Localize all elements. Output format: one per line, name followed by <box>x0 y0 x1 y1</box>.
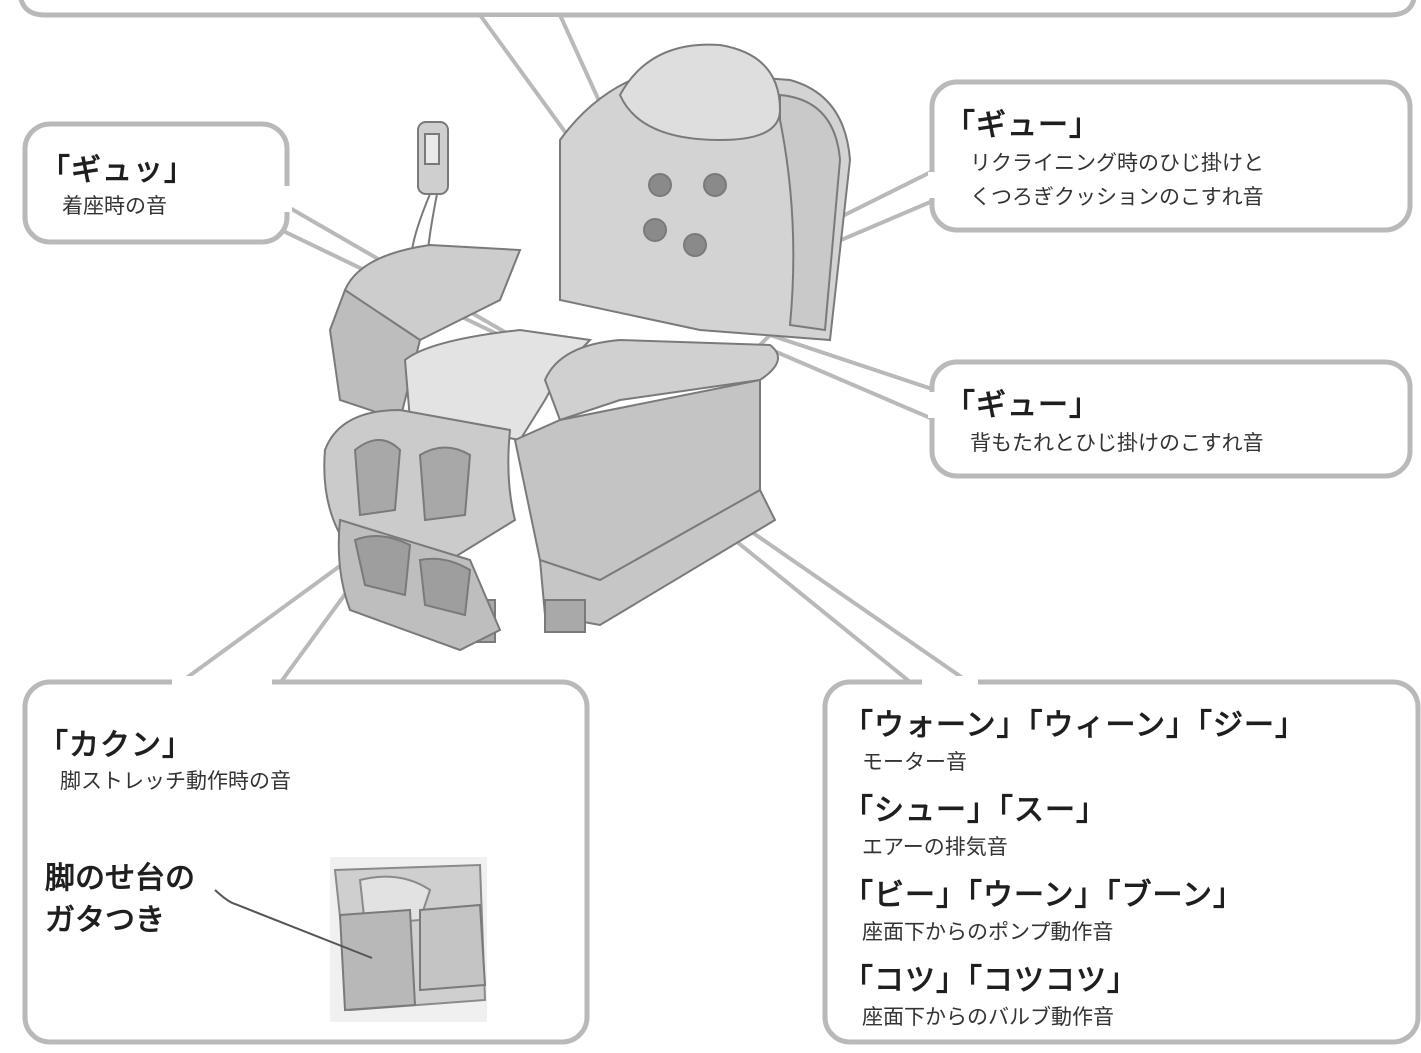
recline-desc-line2: くつろぎクッションのこすれ音 <box>970 185 1264 209</box>
valve-desc: 座面下からのバルブ動作音 <box>862 1005 1114 1029</box>
pointer-leg <box>163 552 374 692</box>
pump-sound: 「ビー」「ウーン」「ブーン」 <box>843 878 1244 913</box>
motor-sound: 「ウォーン」「ウィーン」「ジー」 <box>843 708 1306 743</box>
leg-desc: 脚ストレッチ動作時の音 <box>60 769 291 793</box>
massage-chair-illustration <box>323 43 852 652</box>
recline-desc-line1: リクライニング時のひじ掛けと <box>970 151 1264 175</box>
footrest-label-line1: 脚のせ台の <box>45 861 195 896</box>
callout-box-top <box>18 0 1417 18</box>
valve-sound: 「コツ」「コツコツ」 <box>843 963 1138 998</box>
backrest-sound: 「ギュー」 <box>945 388 1100 423</box>
motor-desc: モーター音 <box>862 750 967 774</box>
chair-right-armrest <box>543 338 779 422</box>
footrest-leader-line <box>214 889 373 959</box>
leg-sound: 「カクン」 <box>38 728 193 763</box>
seat-desc: 着座時の音 <box>62 194 167 218</box>
seat-sound: 「ギュッ」 <box>40 153 195 188</box>
callout-box-backrest <box>929 359 1413 479</box>
pointer-mechanism <box>707 507 987 692</box>
footrest-label-line2: ガタつき <box>45 903 165 938</box>
callout-box-recline <box>929 79 1413 233</box>
pointer-backrest <box>756 332 937 424</box>
chair-seat <box>403 328 593 442</box>
chair-left-armrest <box>344 243 522 342</box>
callout-box-seat <box>22 121 290 245</box>
chair-backrest <box>559 68 852 342</box>
recline-sound: 「ギュー」 <box>945 108 1100 143</box>
callout-box-mechanism <box>822 679 1421 1045</box>
backrest-desc: 背もたれとひじ掛けのこすれ音 <box>970 431 1264 455</box>
footrest-inset-image <box>330 857 487 1022</box>
pump-desc: 座面下からのポンプ動作音 <box>862 920 1114 944</box>
air-exhaust-sound: 「シュー」「スー」 <box>843 793 1107 828</box>
air-exhaust-desc: エアーの排気音 <box>862 835 1008 859</box>
